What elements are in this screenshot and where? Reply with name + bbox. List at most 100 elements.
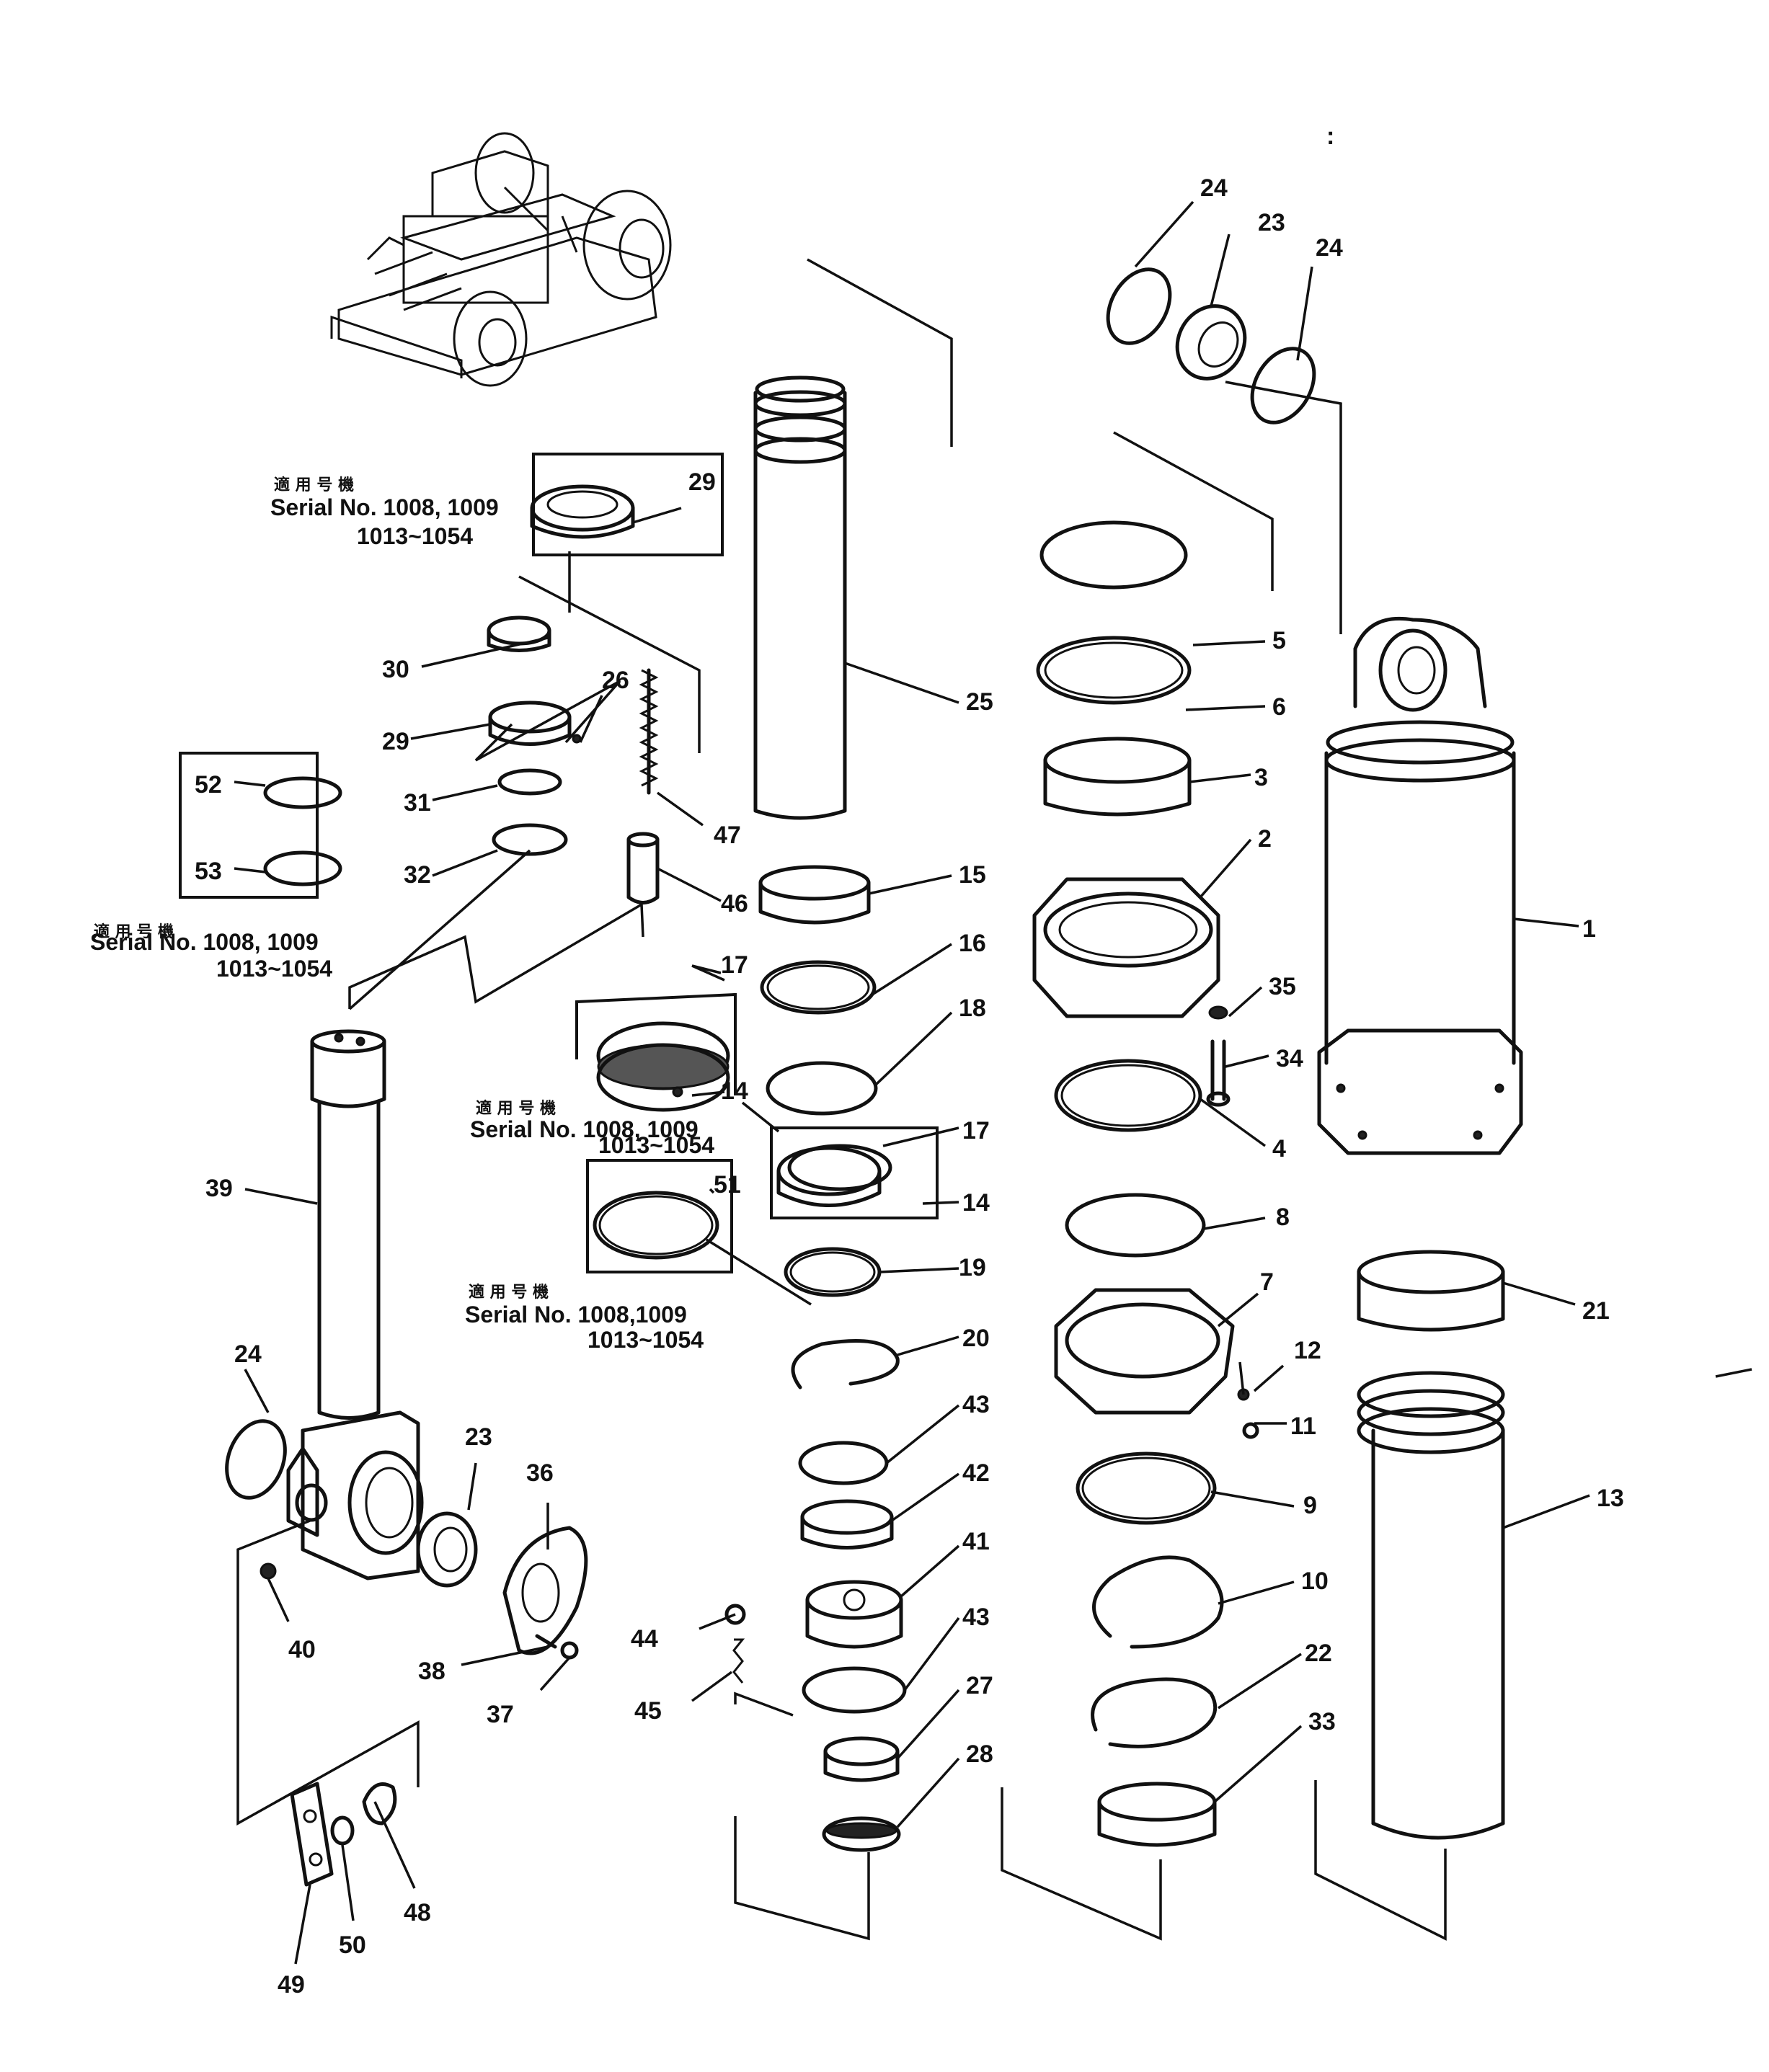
part-label: 6	[1272, 693, 1286, 721]
part-label: 39	[205, 1175, 233, 1202]
part-label: 29	[688, 468, 716, 496]
svg-text:適 用 号 機: 適 用 号 機	[476, 1099, 556, 1118]
part-label: 49	[278, 1971, 305, 1998]
seal-stack-right	[1032, 520, 1259, 1847]
plug-part	[724, 1604, 746, 1625]
part-label: 52	[195, 771, 222, 799]
part-label: 28	[966, 1740, 993, 1768]
part-label: 24	[234, 1340, 262, 1368]
svg-text:1013~1054: 1013~1054	[216, 956, 332, 982]
cylinder-body-part	[1317, 616, 1523, 1155]
part-label: 45	[634, 1697, 662, 1725]
part-label: 32	[404, 861, 431, 889]
part-label: 9	[1303, 1492, 1317, 1519]
part-label: 40	[288, 1636, 316, 1663]
part-label: 4	[1272, 1135, 1286, 1162]
serial-note-2: 適 用 号 機 Serial No. 1008, 1009 1013~1054	[90, 922, 332, 982]
part-label: 18	[959, 995, 986, 1022]
leader-lines	[234, 200, 1590, 1965]
part-label: 43	[962, 1604, 990, 1631]
machine-thumbnail-icon	[330, 132, 672, 387]
part-label: 15	[959, 861, 986, 889]
svg-text:Serial No. 1008,1009: Serial No. 1008,1009	[465, 1302, 687, 1328]
variant-box	[532, 453, 724, 556]
part-label: 14	[721, 1077, 748, 1105]
part-label: 17	[962, 1117, 990, 1144]
svg-text:適 用 号 機: 適 用 号 機	[274, 476, 354, 494]
part-label: 25	[966, 688, 993, 716]
spring-part	[732, 1638, 745, 1684]
part-label: 44	[631, 1625, 658, 1653]
part-label: 43	[962, 1391, 990, 1418]
part-label: 23	[1258, 209, 1285, 236]
svg-text:Serial No. 1008, 1009: Serial No. 1008, 1009	[270, 494, 499, 520]
variant-box	[586, 1159, 733, 1273]
part-label: 51	[714, 1171, 741, 1199]
seal-17-lower	[787, 1144, 892, 1191]
part-label: 11	[1290, 1413, 1316, 1440]
part-label: 23	[465, 1423, 492, 1451]
ring-part	[593, 1191, 719, 1260]
part-label: 3	[1254, 764, 1268, 791]
svg-text:1013~1054: 1013~1054	[598, 1132, 714, 1158]
part-label: 33	[1308, 1708, 1336, 1735]
part-label: 53	[195, 858, 222, 885]
serial-note-3: 適 用 号 機 Serial No. 1008, 1009 1013~1054	[470, 1099, 714, 1158]
part-label: 38	[418, 1658, 445, 1685]
svg-text:適 用 号 機: 適 用 号 機	[469, 1283, 549, 1302]
part-label: 27	[966, 1672, 993, 1699]
part-label: 17	[721, 951, 748, 979]
part-label: 1	[1582, 915, 1596, 943]
part-number-labels: 1 2 3 4 5 6 7 8 9 10 11 12 13 14 14 15 1…	[195, 174, 1624, 1998]
piston-rod-part	[286, 1029, 424, 1580]
part-label: 16	[959, 930, 986, 957]
part-label: 14	[962, 1189, 990, 1217]
tube-part	[1357, 1371, 1505, 1840]
part-label: 46	[721, 890, 748, 917]
part-label: 21	[1582, 1297, 1610, 1325]
assembly-lines	[236, 258, 1752, 1941]
part-label: 7	[1260, 1268, 1274, 1296]
part-label: 10	[1301, 1568, 1329, 1595]
svg-text:1013~1054: 1013~1054	[357, 523, 473, 549]
part-label: 30	[382, 656, 409, 683]
part-label: 12	[1294, 1337, 1321, 1364]
part-label: 8	[1276, 1204, 1290, 1231]
part-label: 22	[1305, 1640, 1332, 1667]
svg-text:Serial No. 1008, 1009: Serial No. 1008, 1009	[470, 1116, 699, 1142]
bushing-rings-top	[1106, 267, 1316, 424]
part-label: 37	[487, 1701, 514, 1728]
part-label: 36	[526, 1459, 554, 1487]
part-label: 5	[1272, 627, 1286, 654]
part-label: 50	[339, 1931, 366, 1959]
cylinder-tube-part	[753, 375, 847, 820]
ring-part	[1357, 1250, 1505, 1294]
part-label: 42	[962, 1459, 990, 1487]
ring-part	[598, 1195, 714, 1255]
seal-17-top	[596, 1021, 730, 1112]
seal-stack-left	[263, 484, 660, 904]
bushing-parts-left	[225, 1419, 588, 1660]
part-label: 35	[1269, 973, 1296, 1000]
serial-note-1: 適 用 号 機 Serial No. 1008, 1009 1013~1054	[270, 476, 499, 549]
seal-stack-middle	[758, 865, 907, 1852]
part-label: 29	[382, 728, 409, 755]
part-label: 47	[714, 822, 741, 849]
part-label: 34	[1276, 1045, 1303, 1072]
ring-part	[1357, 1270, 1505, 1332]
svg-text:Serial No. 1008, 1009: Serial No. 1008, 1009	[90, 929, 319, 955]
valve-plate-parts	[290, 1782, 397, 1887]
serial-note-4: 適 用 号 機 Serial No. 1008,1009 1013~1054	[465, 1283, 704, 1353]
part-label: 24	[1316, 234, 1343, 262]
svg-text:適 用 号 機: 適 用 号 機	[94, 922, 174, 941]
variant-box	[770, 1126, 939, 1219]
part-label: 41	[962, 1528, 990, 1555]
variant-box	[575, 992, 737, 1095]
part-label: 24	[1200, 174, 1228, 202]
part-label: 19	[959, 1254, 986, 1281]
part-label: 2	[1258, 825, 1272, 853]
corner-mark: :	[1326, 123, 1334, 150]
variant-box	[179, 752, 319, 899]
part-label: 20	[962, 1325, 990, 1352]
